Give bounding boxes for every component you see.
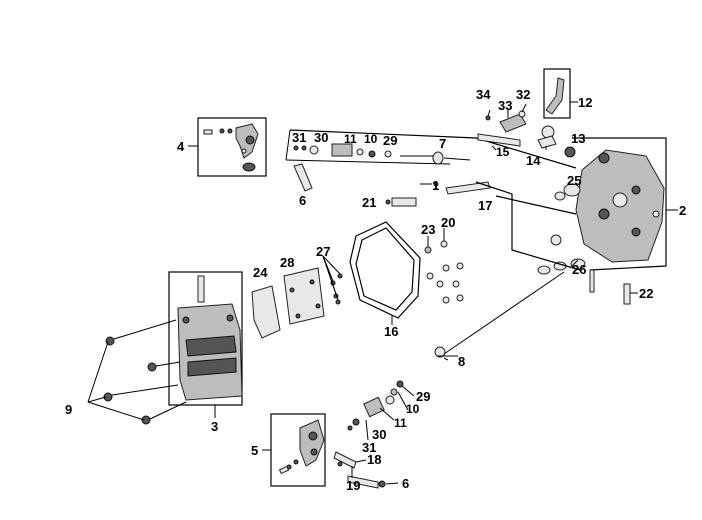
callout-27: 27 bbox=[316, 244, 330, 259]
callout-6-lower: 6 bbox=[402, 476, 409, 491]
callout-18: 18 bbox=[367, 452, 381, 467]
detail-box-valve-cover bbox=[168, 271, 243, 406]
callout-7: 7 bbox=[439, 136, 446, 151]
callout-5: 5 bbox=[251, 443, 258, 458]
detail-box-rocker-arm-upper bbox=[197, 117, 267, 177]
callout-11-upper: 11 bbox=[344, 132, 357, 146]
callout-6-upper: 6 bbox=[299, 193, 306, 208]
callout-20: 20 bbox=[441, 215, 455, 230]
callout-14: 14 bbox=[526, 153, 541, 168]
callout-30-upper: 30 bbox=[314, 130, 328, 145]
bolts-group-9 bbox=[87, 319, 187, 425]
callout-22: 22 bbox=[639, 286, 653, 301]
callout-3: 3 bbox=[211, 419, 218, 434]
plate-28 bbox=[283, 267, 325, 325]
gasket-16 bbox=[349, 221, 421, 319]
cylinder-head-2 bbox=[550, 137, 667, 271]
callout-34: 34 bbox=[476, 87, 491, 102]
callout-11-lower: 11 bbox=[394, 416, 407, 430]
callout-31-lower: 31 bbox=[362, 440, 376, 455]
callout-10-upper: 10 bbox=[364, 132, 378, 146]
callout-10-lower: 10 bbox=[406, 402, 420, 416]
callout-33: 33 bbox=[498, 98, 512, 113]
callout-24: 24 bbox=[253, 265, 268, 280]
callout-2: 2 bbox=[679, 203, 686, 218]
callout-8: 8 bbox=[458, 354, 465, 369]
callout-13: 13 bbox=[571, 131, 585, 146]
callout-29-lower: 29 bbox=[416, 389, 430, 404]
callout-32: 32 bbox=[516, 87, 530, 102]
nuts-washers bbox=[424, 228, 464, 304]
screws-27 bbox=[322, 255, 343, 305]
valve-8 bbox=[434, 271, 565, 361]
callout-21: 21 bbox=[362, 195, 376, 210]
callout-28: 28 bbox=[280, 255, 294, 270]
callout-12: 12 bbox=[578, 95, 592, 110]
gasket-24 bbox=[251, 285, 281, 339]
callout-30-lower: 30 bbox=[372, 427, 386, 442]
valve-train-upper bbox=[285, 129, 577, 169]
valve-train-lower bbox=[347, 380, 415, 441]
callout-4: 4 bbox=[177, 139, 185, 154]
callout-17: 17 bbox=[478, 198, 492, 213]
callout-15: 15 bbox=[496, 145, 510, 159]
callout-29-upper: 29 bbox=[383, 133, 397, 148]
thermostat-hose-group bbox=[477, 68, 581, 201]
callout-25: 25 bbox=[567, 173, 581, 188]
callout-1: 1 bbox=[432, 178, 439, 193]
callout-26: 26 bbox=[572, 262, 586, 277]
callout-31-upper: 31 bbox=[292, 130, 306, 145]
callout-19: 19 bbox=[346, 478, 360, 493]
callout-9: 9 bbox=[65, 402, 72, 417]
callout-23: 23 bbox=[421, 222, 435, 237]
callout-16: 16 bbox=[384, 324, 398, 339]
detail-box-rocker-arm-lower bbox=[270, 413, 326, 487]
